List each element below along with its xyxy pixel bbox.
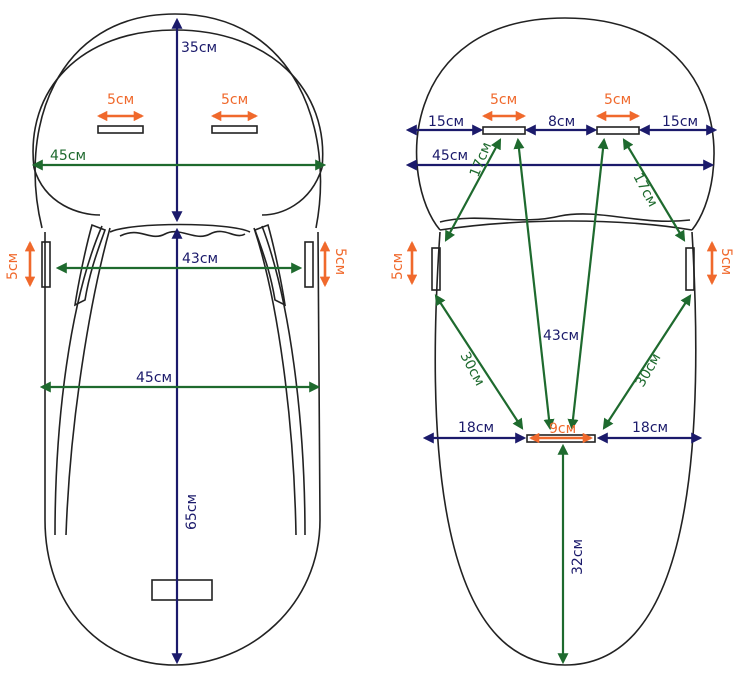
strap-left bbox=[54, 225, 111, 536]
label-side-right: 5см bbox=[332, 248, 348, 275]
label-side-left: 5см bbox=[390, 253, 406, 280]
label-bottom-slot: 9см bbox=[549, 421, 576, 437]
label-center-diag: 43см bbox=[543, 328, 579, 344]
label-diag-right-upper: 17см bbox=[629, 170, 660, 209]
arrow-diag-right-lower bbox=[602, 294, 692, 430]
back-view: 15см 8см 15см 45см 17см 17см 43см 30см 3… bbox=[390, 17, 734, 666]
label-hood-width: 45см bbox=[432, 148, 468, 164]
label-slot-left: 5см bbox=[490, 92, 517, 108]
hood-outline bbox=[415, 17, 715, 231]
label-bottom-right: 18см bbox=[632, 420, 668, 436]
label-side-right: 5см bbox=[718, 248, 734, 275]
label-slot-left: 5см bbox=[107, 92, 134, 108]
arrow-diag-left-lower bbox=[434, 294, 524, 430]
label-body-length: 65см bbox=[184, 494, 200, 530]
slot-left bbox=[97, 125, 144, 134]
front-view: 35см 65см 45см 43см 45см 5см 5см 5см 5см bbox=[5, 13, 348, 666]
label-slot-gap: 8см bbox=[548, 114, 575, 130]
arrow-diag-right-upper bbox=[622, 138, 686, 242]
label-patch bbox=[151, 579, 213, 601]
slot-right bbox=[596, 126, 640, 135]
label-diag-left-upper: 17см bbox=[467, 140, 495, 179]
slot-right bbox=[211, 125, 258, 134]
hood-outline bbox=[34, 13, 322, 229]
label-body-width: 45см bbox=[136, 370, 172, 386]
label-hood-height: 35см bbox=[181, 40, 217, 56]
side-tab-right bbox=[304, 241, 314, 288]
slot-left bbox=[482, 126, 526, 135]
body-outline bbox=[434, 231, 697, 666]
body-outline bbox=[44, 231, 321, 666]
side-tab-left bbox=[431, 247, 441, 291]
label-diag-right-lower: 30см bbox=[633, 351, 665, 390]
side-tab-left bbox=[41, 241, 51, 288]
label-right-margin: 15см bbox=[662, 114, 698, 130]
arrow-center-diag-left bbox=[513, 137, 555, 431]
side-tab-right bbox=[685, 247, 695, 291]
arrow-center-diag-right bbox=[567, 137, 609, 431]
label-side-left: 5см bbox=[5, 253, 21, 280]
label-left-margin: 15см bbox=[428, 114, 464, 130]
label-bottom-left: 18см bbox=[458, 420, 494, 436]
arrow-diag-left-upper bbox=[444, 138, 502, 242]
label-hood-width: 45см bbox=[50, 148, 86, 164]
label-slot-right: 5см bbox=[221, 92, 248, 108]
strap-right bbox=[253, 225, 306, 536]
label-slot-right: 5см bbox=[604, 92, 631, 108]
label-shoulder-width: 43см bbox=[182, 251, 218, 267]
label-bottom-length: 32см bbox=[570, 539, 586, 575]
